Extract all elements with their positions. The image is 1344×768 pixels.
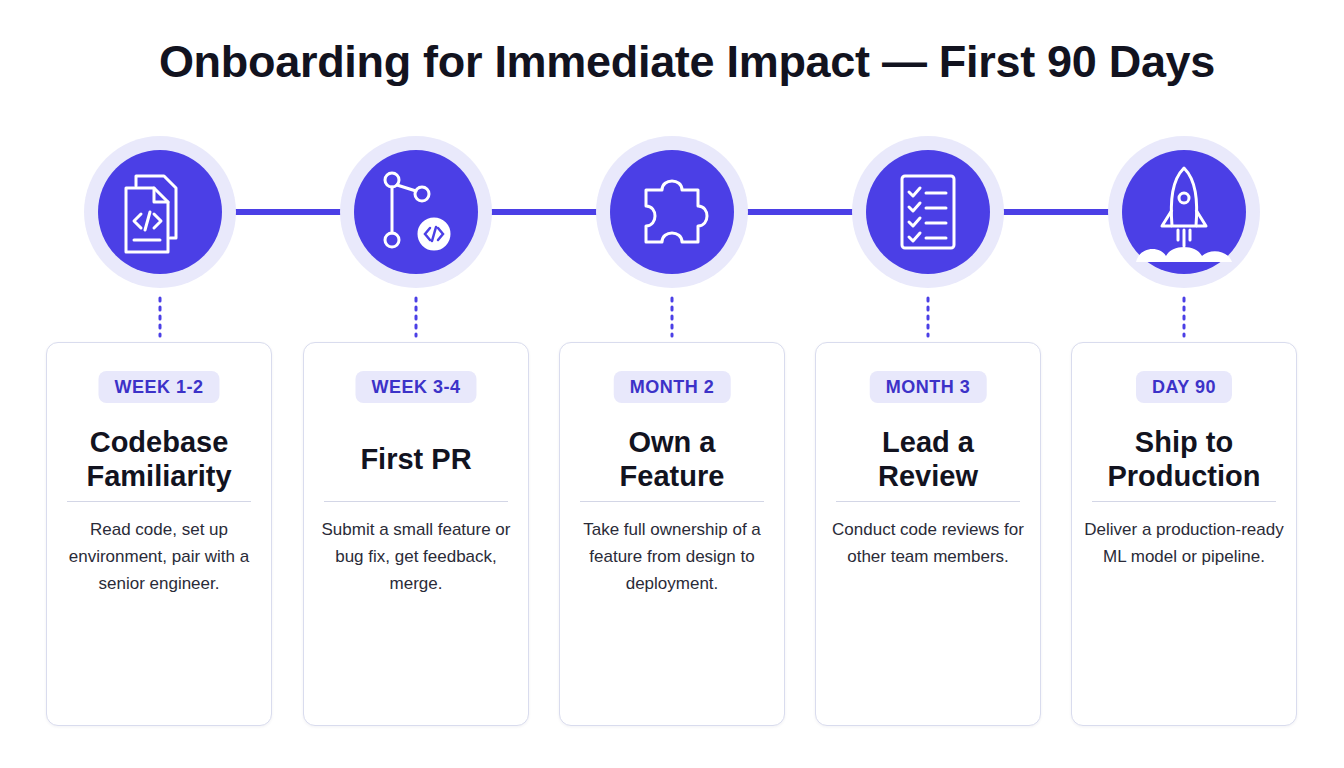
halo-group	[84, 136, 1260, 288]
heading-area: Ship to Production	[1092, 423, 1276, 502]
dotted-leaders	[160, 298, 1184, 336]
icon-halo	[84, 136, 236, 288]
milestone-description: Read code, set up environment, pair with…	[59, 516, 259, 597]
branch-line	[397, 185, 416, 191]
phase-tag: MONTH 2	[614, 371, 731, 403]
icon-circle-group	[98, 150, 1246, 274]
milestone-heading: Codebase Familiarity	[69, 425, 249, 493]
checklist-icon	[902, 176, 954, 248]
milestone-description: Deliver a production-ready ML model or p…	[1084, 516, 1284, 570]
dotted-leader	[415, 298, 418, 336]
document-fold	[154, 188, 168, 202]
branch-line	[391, 187, 394, 233]
code-bracket	[425, 228, 430, 240]
milestone-description: Conduct code reviews for other team memb…	[828, 516, 1028, 570]
heading-area: Lead a Review	[836, 423, 1020, 502]
branch-node	[415, 187, 429, 201]
icon-circle	[1122, 150, 1246, 274]
icon-circle	[866, 150, 990, 274]
milestone-description: Submit a small feature or bug fix, get f…	[316, 516, 516, 597]
icon-halo	[596, 136, 748, 288]
check-mark	[909, 203, 920, 211]
milestone-heading: Ship to Production	[1094, 425, 1274, 493]
branch-node	[385, 233, 399, 247]
phase-tag: DAY 90	[1136, 371, 1232, 403]
code-bracket	[134, 214, 141, 228]
check-mark	[909, 188, 920, 196]
icon-halo	[852, 136, 1004, 288]
icon-circle	[354, 150, 478, 274]
milestone-heading: Lead a Review	[838, 425, 1018, 493]
milestone-card: Lead a ReviewConduct code reviews for ot…	[815, 342, 1041, 726]
heading-area: Own a Feature	[580, 423, 764, 502]
icon-halo	[340, 136, 492, 288]
code-badge	[419, 219, 449, 249]
rocket-flame	[1178, 230, 1190, 246]
milestone-heading: First PR	[326, 442, 506, 476]
tag-text: MONTH 3	[886, 377, 971, 398]
check-mark	[909, 233, 920, 241]
icon-circle	[98, 150, 222, 274]
dotted-leader	[927, 298, 930, 336]
check-mark	[909, 218, 920, 226]
rocket-body	[1171, 168, 1196, 226]
phase-tag: WEEK 1-2	[98, 371, 219, 403]
rocket-icon	[1136, 168, 1232, 262]
document-icon	[126, 176, 176, 252]
dotted-leader	[671, 298, 674, 336]
milestone-description: Take full ownership of a feature from de…	[572, 516, 772, 597]
tag-text: MONTH 2	[630, 377, 715, 398]
branch-icon	[385, 173, 449, 249]
diagram-title: Onboarding for Immediate Impact — First …	[0, 36, 1344, 88]
milestone-card: First PR Submit a small feature or bug fi…	[303, 342, 529, 726]
rocket-fins	[1162, 210, 1206, 226]
milestone-card: Ship to ProductionDeliver a production-r…	[1071, 342, 1297, 726]
milestone-card: Own a FeatureTake full ownership of a fe…	[559, 342, 785, 726]
code-slash	[145, 212, 150, 230]
dotted-leader	[1183, 298, 1186, 336]
code-bracket	[438, 228, 443, 240]
icon-halo	[1108, 136, 1260, 288]
rocket-window	[1179, 193, 1189, 203]
phase-tag: WEEK 3-4	[355, 371, 476, 403]
icon-circle	[610, 150, 734, 274]
milestone-card: Codebase FamiliarityRead code, set up en…	[46, 342, 272, 726]
checklist-lines	[926, 193, 946, 238]
checklist-sheet	[902, 176, 954, 248]
tag-text: DAY 90	[1152, 377, 1216, 398]
phase-tag: MONTH 3	[870, 371, 987, 403]
code-bracket	[154, 214, 161, 228]
dotted-leader	[159, 298, 162, 336]
milestone-heading: Own a Feature	[582, 425, 762, 493]
tag-text: WEEK 3-4	[371, 377, 460, 398]
code-slash	[432, 227, 436, 241]
document-front	[126, 188, 168, 252]
heading-area: Codebase Familiarity	[67, 423, 251, 502]
rocket-cloud	[1136, 247, 1232, 262]
tag-text: WEEK 1-2	[114, 377, 203, 398]
puzzle-icon	[646, 181, 707, 242]
document-line	[134, 239, 160, 242]
heading-area: First PR	[324, 423, 508, 502]
